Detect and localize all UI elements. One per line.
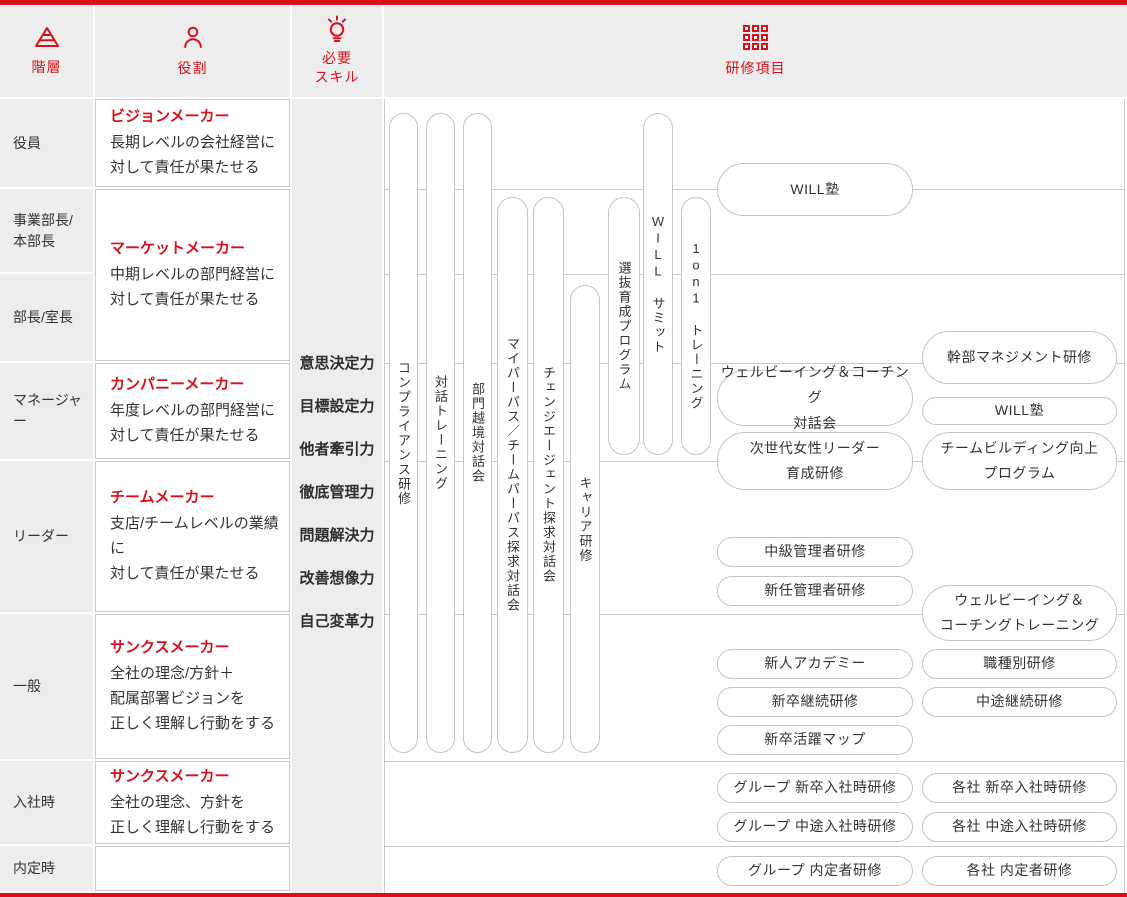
header-skills-label: 必要 スキル	[314, 50, 360, 85]
role-company-maker: カンパニーメーカー 年度レベルの部門経営に 対して責任が果たせる	[95, 363, 290, 459]
grid-row-line	[384, 614, 1124, 615]
skill-item: 目標設定力	[299, 398, 375, 415]
program-executive-management: 幹部マネジメント研修	[922, 331, 1117, 384]
role-title: サンクスメーカー	[110, 767, 230, 785]
program-dialogue-training: 対話トレーニング	[426, 113, 455, 753]
program-1on1-training: 1on1 トレーニング	[681, 197, 711, 455]
role-thanks-maker-newhire: サンクスメーカー 全社の理念、方針を 正しく理解し行動をする	[95, 761, 290, 844]
program-career-training: キャリア研修	[570, 285, 600, 753]
role-desc: 年度レベルの部門経営に 対して責任が果たせる	[110, 402, 276, 444]
person-icon	[180, 24, 206, 50]
level-leader: リーダー	[0, 461, 93, 612]
program-wellbeing-coaching-dialogue: ウェルビーイング＆コーチング 対話会	[717, 364, 913, 431]
program-will-juku-manager: WILL塾	[922, 397, 1117, 425]
role-title: サンクスメーカー	[110, 639, 230, 657]
grid-icon	[743, 24, 768, 50]
role-title: カンパニーメーカー	[110, 376, 245, 394]
program-mypurpose-dialogue: マイパーパス／チームパーパス探求対話会	[497, 197, 528, 753]
level-manager: マネージャー	[0, 363, 93, 459]
skills-list: 意思決定力 目標設定力 他者牽引力 徹底管理力 問題解決力 改善想像力 自己変革…	[292, 356, 382, 630]
skill-item: 徹底管理力	[299, 484, 375, 501]
grid-row-line	[384, 761, 1124, 762]
role-title: ビジョンメーカー	[110, 108, 230, 126]
bulb-icon	[323, 15, 351, 43]
skill-item: 改善想像力	[299, 570, 375, 587]
header-hierarchy: 階層	[0, 5, 93, 97]
grid-border-right	[1124, 99, 1125, 893]
program-selective-development: 選抜育成プログラム	[608, 197, 640, 455]
level-naiteiji: 内定時	[0, 846, 93, 891]
role-market-maker: マーケットメーカー 中期レベルの部門経営に 対して責任が果たせる	[95, 189, 290, 361]
program-group-chuto-entry: グループ 中途入社時研修	[717, 812, 913, 842]
role-desc: 中期レベルの部門経営に 対して責任が果たせる	[110, 266, 276, 308]
role-thanks-maker-general: サンクスメーカー 全社の理念/方針＋ 配属部署ビジョンを 正しく理解し行動をする	[95, 614, 290, 759]
skill-item: 自己変革力	[299, 613, 375, 630]
role-desc: 全社の理念/方針＋ 配属部署ビジョンを 正しく理解し行動をする	[110, 665, 276, 732]
program-will-juku-top: WILL塾	[717, 163, 913, 216]
program-change-agent-dialogue: チェンジエージェント探求対話会	[533, 197, 564, 753]
program-group-naitei: グループ 内定者研修	[717, 856, 913, 886]
program-company-shinsotsu-entry: 各社 新卒入社時研修	[922, 773, 1117, 803]
program-middle-manager: 中級管理者研修	[717, 537, 913, 567]
grid-row-line	[384, 274, 1124, 275]
header-hierarchy-label: 階層	[31, 59, 62, 76]
program-compliance: コンプライアンス研修	[389, 113, 418, 753]
header-skills: 必要 スキル	[292, 5, 382, 97]
top-red-bar	[0, 0, 1127, 5]
role-team-maker: チームメーカー 支店/チームレベルの業績に 対して責任が果たせる	[95, 461, 290, 612]
program-will-summit: WILL サミット	[643, 113, 673, 455]
program-job-specific: 職種別研修	[922, 649, 1117, 679]
grid-row-line	[384, 363, 1124, 364]
skill-item: 問題解決力	[299, 527, 375, 544]
program-chuto-continuous: 中途継続研修	[922, 687, 1117, 717]
header-role-label: 役割	[177, 60, 208, 77]
program-cross-division-dialogue: 部門越境対話会	[463, 113, 492, 753]
role-vision-maker: ビジョンメーカー 長期レベルの会社経営に 対して責任が果たせる	[95, 99, 290, 187]
program-company-chuto-entry: 各社 中途入社時研修	[922, 812, 1117, 842]
level-yakuin: 役員	[0, 99, 93, 187]
role-title: チームメーカー	[110, 489, 215, 507]
header-role: 役割	[95, 5, 290, 97]
skill-item: 他者牽引力	[299, 441, 375, 458]
role-cell-empty	[95, 846, 290, 891]
program-next-gen-women-leader: 次世代女性リーダー 育成研修	[717, 432, 913, 490]
program-shinsotsu-map: 新卒活躍マップ	[717, 725, 913, 755]
level-bucho: 部長/室長	[0, 274, 93, 361]
header-training-label: 研修項目	[725, 59, 786, 76]
level-ippan: 一般	[0, 614, 93, 759]
role-title: マーケットメーカー	[110, 240, 246, 258]
grid-border-left	[384, 99, 385, 893]
program-group-shinsotsu-entry: グループ 新卒入社時研修	[717, 773, 913, 803]
skills-column: 意思決定力 目標設定力 他者牽引力 徹底管理力 問題解決力 改善想像力 自己変革…	[292, 99, 382, 893]
pyramid-icon	[33, 25, 61, 49]
grid-row-line	[384, 846, 1124, 847]
level-nyushaji: 入社時	[0, 761, 93, 844]
role-desc: 長期レベルの会社経営に 対して責任が果たせる	[110, 134, 276, 176]
bottom-red-bar	[0, 893, 1127, 897]
program-shinsotsu-continuous: 新卒継続研修	[717, 687, 913, 717]
header-training: 研修項目	[384, 5, 1127, 97]
program-company-naitei: 各社 内定者研修	[922, 856, 1117, 886]
level-jigyobucho: 事業部長/ 本部長	[0, 189, 93, 272]
role-desc: 支店/チームレベルの業績に 対して責任が果たせる	[110, 515, 279, 582]
program-rookie-academy: 新人アカデミー	[717, 649, 913, 679]
program-wellbeing-coaching-training: ウェルビーイング＆ コーチングトレーニング	[922, 585, 1117, 641]
program-new-manager: 新任管理者研修	[717, 576, 913, 606]
program-team-building: チームビルディング向上 プログラム	[922, 432, 1117, 490]
skill-item: 意思決定力	[299, 355, 375, 372]
role-desc: 全社の理念、方針を 正しく理解し行動をする	[110, 793, 276, 836]
